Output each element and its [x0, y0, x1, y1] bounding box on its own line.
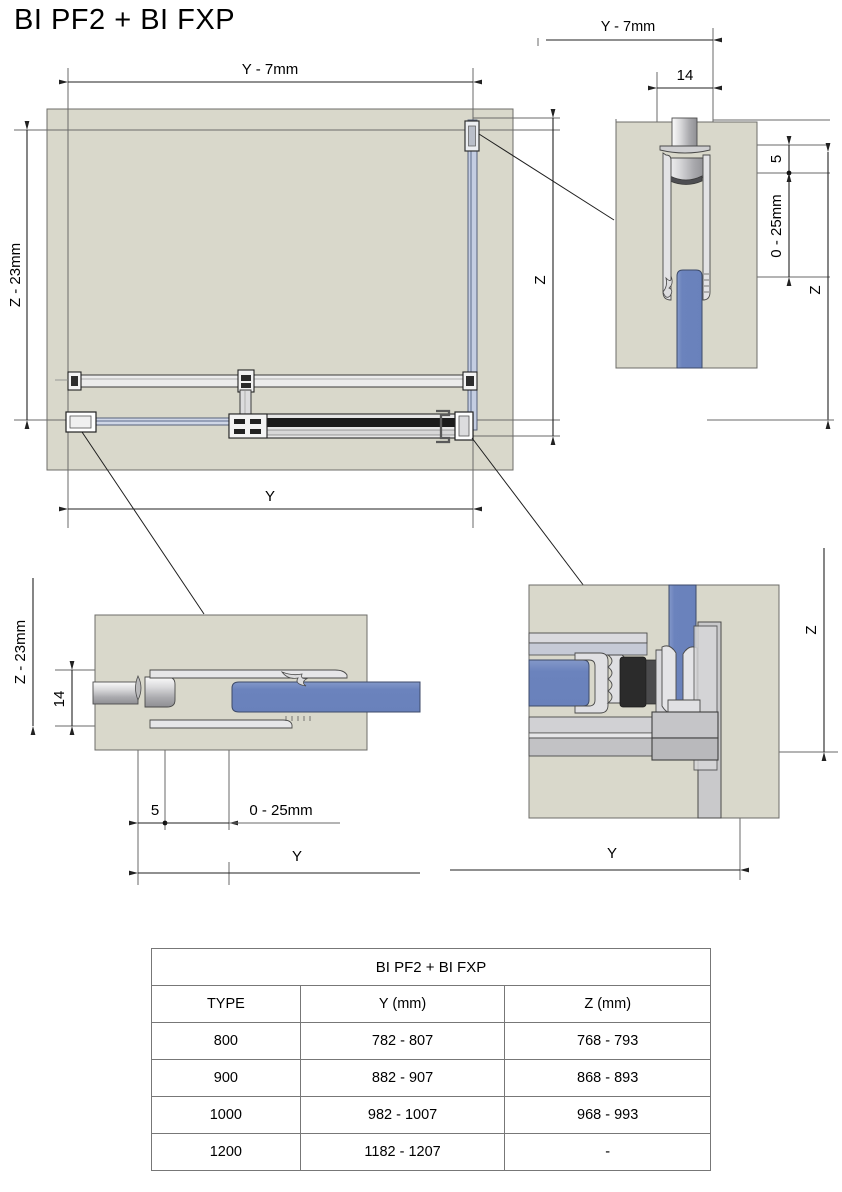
seal-fin-left [662, 275, 673, 298]
adjuster-body [144, 676, 176, 708]
dim-detail-bl-5-label: 5 [151, 802, 159, 819]
cell-y: 782 - 807 [299, 1022, 506, 1060]
table-caption: BI PF2 + BI FXP [151, 948, 711, 986]
sill-block-upper [651, 711, 719, 739]
dim-detail-bl-range-label: 0 - 25mm [249, 802, 312, 819]
dim-detail-bl-range: 0 - 25mm [165, 802, 340, 826]
dim-right-height: Z [532, 109, 556, 445]
dim-detail-tr-5-label: 5 [768, 155, 785, 163]
dim-detail-tr-range: 0 - 25mm [768, 173, 792, 286]
table-row: 900 882 - 907 868 - 893 [151, 1059, 711, 1097]
dim-top-width-label: Y - 7mm [242, 61, 298, 78]
wall-panel [46, 108, 514, 471]
dim-detail-tr-range-label: 0 - 25mm [768, 194, 785, 257]
cell-type: 900 [151, 1059, 301, 1097]
cell-type: 1200 [151, 1133, 301, 1171]
door-handle [436, 409, 451, 444]
detail-top-right-view: Y - 7mm 14 5 0 - 25mm Z [537, 19, 834, 429]
dim-left-height-label: Z - 23mm [7, 243, 24, 307]
detail-bottom-left-view: Z - 23mm 14 5 0 - 25mm Y [12, 578, 421, 885]
cell-z: 768 - 793 [504, 1022, 711, 1060]
dim-detail-br-width-label: Y [607, 845, 617, 862]
dim-detail-bl-height-label: Z - 23mm [12, 620, 29, 684]
seal-fin-top [280, 671, 309, 687]
cell-type: 800 [151, 1022, 301, 1060]
cell-z: - [504, 1133, 711, 1171]
fixing-bolt-head [671, 117, 698, 147]
column-header-type: TYPE [151, 985, 301, 1023]
gasket-block [619, 656, 647, 708]
main-elevation-view: Y - 7mm Y Z - 23mm Z [7, 61, 615, 615]
profile-channel-right [702, 154, 711, 301]
dim-bottom-width-label: Y [265, 488, 275, 505]
dim-detail-bl-width: Y [129, 848, 420, 876]
fixing-bolt-shaft [92, 681, 139, 705]
cell-z: 968 - 993 [504, 1096, 711, 1134]
dim-detail-tr-width-label: Y - 7mm [601, 19, 656, 35]
seal-fin-bottom [285, 716, 311, 721]
profile-channel-left [662, 152, 672, 301]
dim-detail-tr-width: Y - 7mm [546, 19, 722, 43]
cell-y: 882 - 907 [299, 1059, 506, 1097]
dim-detail-tr-14: 14 [648, 67, 722, 91]
dim-bottom-width: Y [59, 488, 482, 512]
dim-right-height-label: Z [532, 275, 549, 284]
dim-detail-tr-z-label: Z [807, 285, 824, 294]
glass-pane [676, 269, 703, 369]
dim-detail-tr-z: Z [707, 143, 834, 429]
dim-detail-tr-5: 5 [768, 136, 792, 182]
table-row: 1000 982 - 1007 968 - 993 [151, 1096, 711, 1134]
glazing-profile [574, 652, 609, 714]
table-row: 800 782 - 807 768 - 793 [151, 1022, 711, 1060]
dim-detail-bl-14-label: 14 [51, 691, 68, 708]
dim-detail-bl-14: 14 [51, 661, 75, 735]
sill-block-lower [651, 737, 719, 761]
dim-detail-br-height: Z [803, 548, 827, 761]
dim-detail-bl-height: Z - 23mm [12, 578, 36, 735]
profile-channel-bottom [149, 719, 293, 729]
glass-pane-h [231, 681, 421, 713]
page-title: BI PF2 + BI FXP [14, 4, 236, 36]
bottom-door-assembly [65, 409, 474, 444]
profile-channel-top [149, 669, 348, 679]
detail-bottom-right-view: Z Y [450, 548, 838, 880]
dim-detail-tr-14-label: 14 [677, 67, 694, 84]
dim-detail-br-height-label: Z [803, 625, 820, 634]
cell-y: 1182 - 1207 [299, 1133, 506, 1171]
spec-table: BI PF2 + BI FXP TYPE Y (mm) Z (mm) 800 7… [151, 948, 711, 1171]
dim-top-width: Y - 7mm [59, 61, 482, 85]
column-header-z: Z (mm) [504, 985, 711, 1023]
cell-type: 1000 [151, 1096, 301, 1134]
column-header-y: Y (mm) [299, 985, 506, 1023]
table-row: 1200 1182 - 1207 - [151, 1133, 711, 1171]
leader-lines [81, 133, 615, 615]
dim-detail-bl-width-label: Y [292, 848, 302, 865]
dim-left-height: Z - 23mm [7, 121, 30, 429]
dim-detail-bl-5: 5 [129, 802, 168, 826]
dim-detail-br-width: Y [450, 845, 749, 873]
table-caption-row: BI PF2 + BI FXP [151, 948, 711, 986]
table-header-row: TYPE Y (mm) Z (mm) [151, 985, 711, 1023]
cell-y: 982 - 1007 [299, 1096, 506, 1134]
seal-fin-right [704, 273, 709, 293]
cell-z: 868 - 893 [504, 1059, 711, 1097]
glass-pane-horizontal [528, 659, 590, 707]
